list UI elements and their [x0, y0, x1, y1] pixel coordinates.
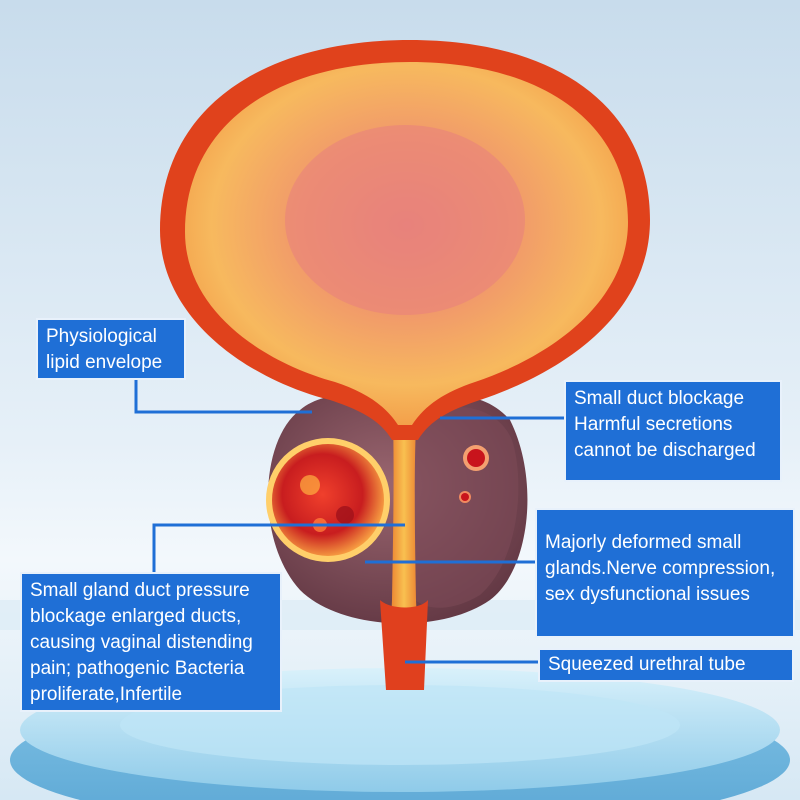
callout-text: Squeezed urethral tube [548, 654, 746, 675]
callout-duct-blockage: Small duct blockage Harmful secretions c… [564, 380, 782, 482]
callout-text: glands.Nerve compression, [545, 558, 776, 579]
callout-text: proliferate,Infertile [30, 684, 183, 705]
callout-text: Majorly deformed small [545, 532, 742, 553]
callout-lipid-envelope: Physiological lipid envelope [36, 318, 186, 380]
callout-text: Small gland duct pressure [30, 580, 250, 601]
callout-text: lipid envelope [46, 352, 163, 373]
callout-text: pain; pathogenic Bacteria [30, 658, 245, 679]
lesions [459, 445, 489, 503]
callout-text: Harmful secretions [574, 414, 733, 435]
callout-gland-pressure: Small gland duct pressure blockage enlar… [20, 572, 282, 712]
callout-text: sex dysfunctional issues [545, 584, 750, 605]
callout-urethral-tube: Squeezed urethral tube [538, 648, 794, 682]
callout-text: Small duct blockage [574, 388, 745, 409]
callout-text: cannot be discharged [574, 440, 756, 461]
tumor-mass [266, 438, 390, 562]
callout-text: Physiological [46, 326, 157, 347]
urethra [380, 395, 428, 690]
leader-lines [134, 380, 565, 664]
callout-text: causing vaginal distending [30, 632, 253, 653]
bladder [160, 40, 650, 440]
callout-deformed-glands: Majorly deformed small glands.Nerve comp… [535, 508, 795, 638]
callout-text: blockage enlarged ducts, [30, 606, 242, 627]
